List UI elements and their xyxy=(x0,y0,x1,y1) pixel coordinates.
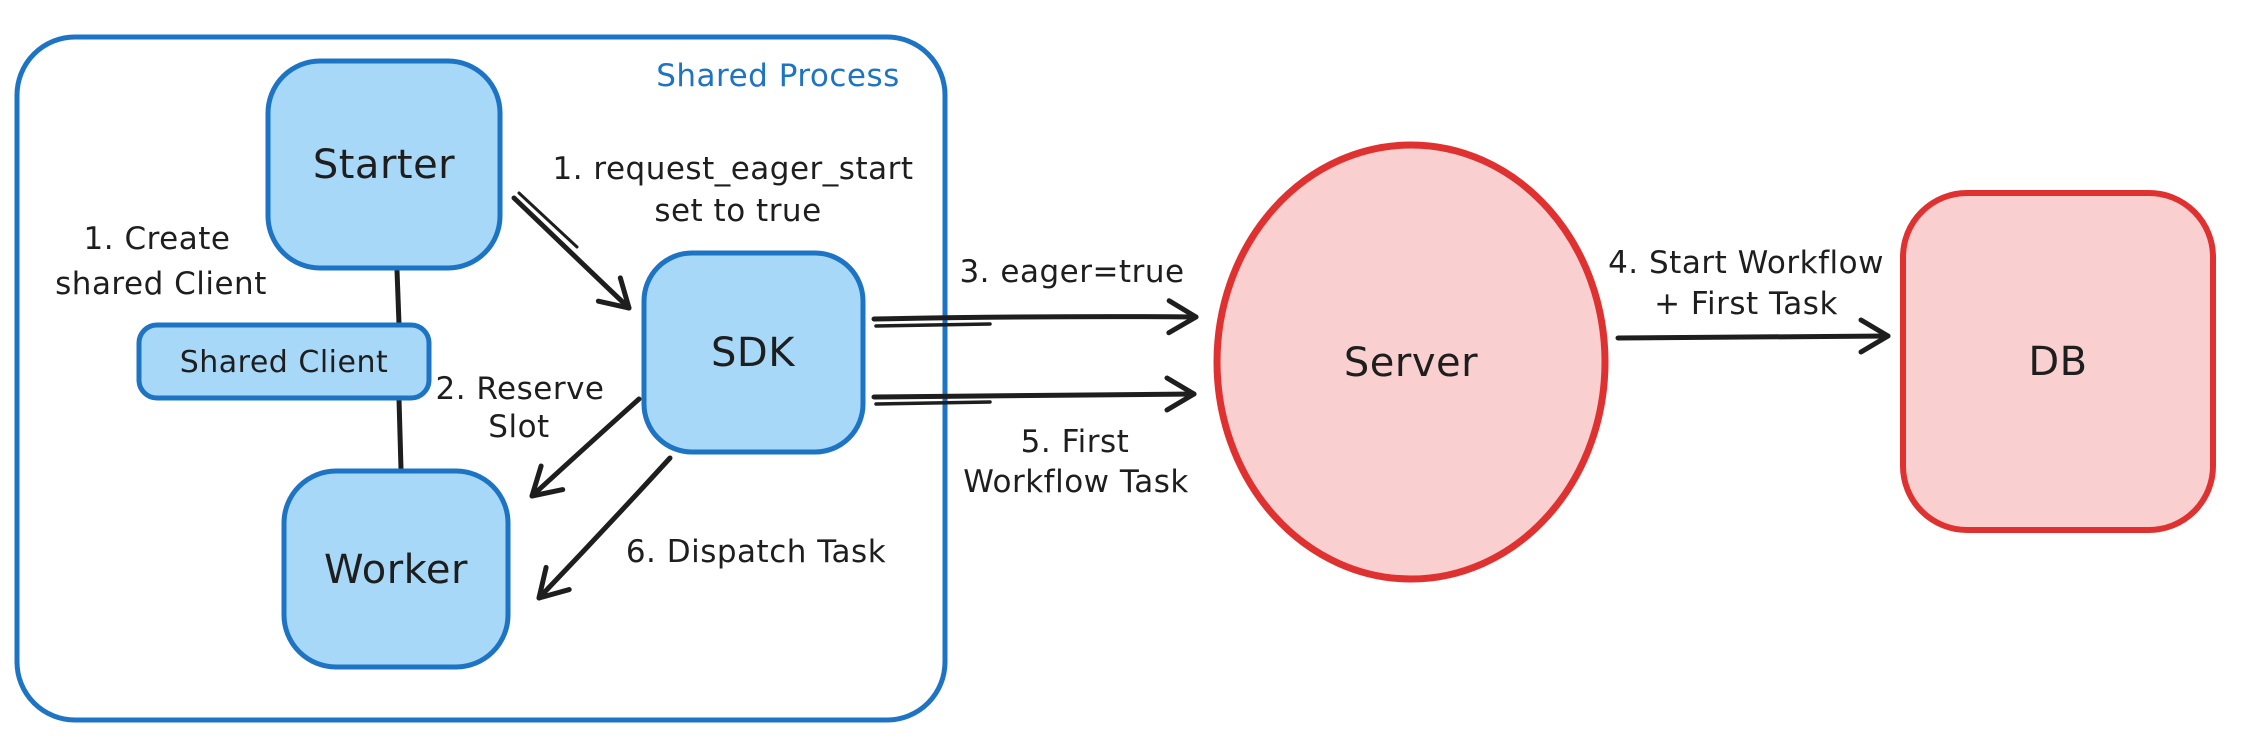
annotation-request-eager-start: 1. request_eager_start set to true xyxy=(552,151,913,229)
worker-label: Worker xyxy=(324,547,468,593)
annotation-eager-true-line1: 3. eager=true xyxy=(959,254,1184,290)
arrow-start-workflow xyxy=(1615,317,1891,355)
shared-client-box xyxy=(136,322,432,401)
arrow-dispatch-task xyxy=(536,455,673,601)
shared-client-label: Shared Client xyxy=(180,345,389,380)
annotation-reserve-slot-line1: 2. Reserve xyxy=(435,371,604,407)
arrow-request-eager-start-sketch-stroke xyxy=(517,191,579,249)
annotation-start-workflow-line2: + First Task xyxy=(1654,286,1838,322)
annotation-first-workflow-task-line1: 5. First xyxy=(1021,424,1130,460)
sdk-node: SDK xyxy=(641,250,866,455)
arrow-eager-true-sketch-stroke xyxy=(874,322,992,328)
arrow-first-workflow-task-sketch-stroke xyxy=(874,400,992,406)
db-node: DB xyxy=(1900,190,2216,533)
annotation-start-workflow: 4. Start Workflow + First Task xyxy=(1608,245,1884,322)
server-ellipse xyxy=(1213,141,1609,583)
starter-box xyxy=(265,58,503,271)
arrow-reserve-slot xyxy=(529,396,642,499)
annotation-request-eager-start-line1: 1. request_eager_start xyxy=(552,151,913,187)
annotation-create-shared-client: 1. Create shared Client xyxy=(55,221,267,302)
annotation-first-workflow-task-line2: Workflow Task xyxy=(963,464,1189,500)
annotation-create-shared-client-line2: shared Client xyxy=(55,266,267,302)
annotation-dispatch-task: 6. Dispatch Task xyxy=(626,534,886,570)
annotation-request-eager-start-line2: set to true xyxy=(654,193,821,229)
starter-node: Starter xyxy=(265,58,503,271)
shared-process-container xyxy=(14,34,948,723)
db-box xyxy=(1900,190,2216,533)
starter-label: Starter xyxy=(313,142,455,188)
annotation-first-workflow-task: 5. First Workflow Task xyxy=(963,424,1189,500)
shared-client-node: Shared Client xyxy=(136,322,432,401)
annotation-dispatch-task-line1: 6. Dispatch Task xyxy=(626,534,886,570)
arrow-request-eager-start xyxy=(511,195,632,311)
arrow-eager-true xyxy=(871,298,1199,336)
worker-node: Worker xyxy=(281,468,511,670)
db-label: DB xyxy=(2028,339,2087,385)
connector-shared-client-worker xyxy=(396,396,404,472)
annotation-reserve-slot: 2. Reserve Slot xyxy=(435,371,604,445)
sdk-box xyxy=(641,250,866,455)
worker-box xyxy=(281,468,511,670)
sdk-label: SDK xyxy=(711,330,796,376)
annotation-start-workflow-line1: 4. Start Workflow xyxy=(1608,245,1884,281)
server-label: Server xyxy=(1344,340,1478,386)
arrow-first-workflow-task xyxy=(871,375,1197,413)
annotation-reserve-slot-line2: Slot xyxy=(488,409,549,445)
server-node: Server xyxy=(1213,141,1609,583)
shared-process-title: Shared Process xyxy=(656,58,900,94)
connector-starter-shared-client xyxy=(394,267,402,327)
annotation-create-shared-client-line1: 1. Create xyxy=(84,221,231,257)
annotation-eager-true: 3. eager=true xyxy=(959,254,1184,290)
